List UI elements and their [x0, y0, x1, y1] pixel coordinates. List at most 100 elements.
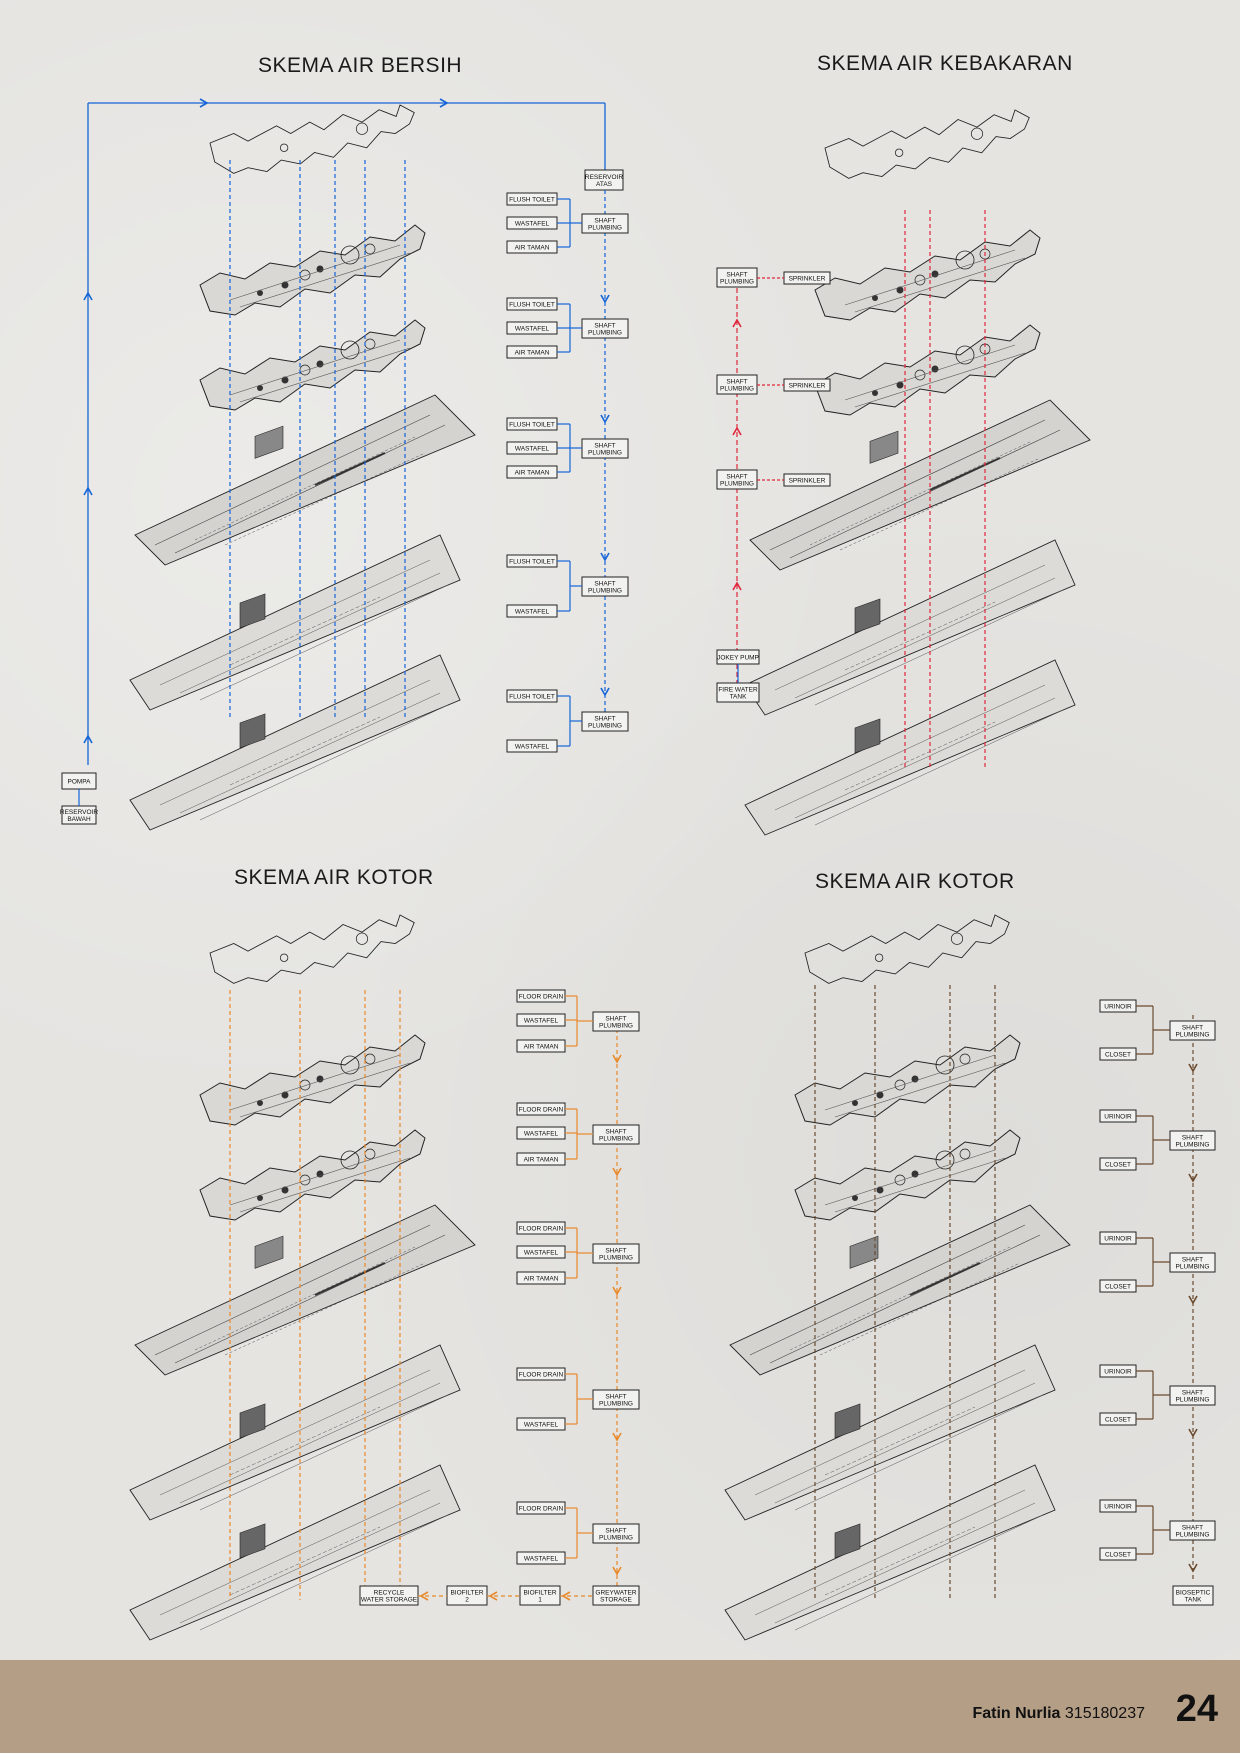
box-label: CLOSET [1105, 1051, 1131, 1058]
flow-arrow [83, 734, 93, 744]
flow-arrow [600, 687, 610, 697]
grey-plan-floor-2 [199, 1129, 426, 1221]
box-label: SPRINKLER [789, 382, 826, 389]
black-plan-roof [804, 914, 1010, 984]
flow-arrow [419, 1591, 429, 1601]
box-label: SHAFT [594, 322, 615, 329]
grey-fixture-2-0: FLOOR DRAIN [516, 1221, 566, 1235]
flow-arrow [732, 581, 742, 591]
box-label: RECYCLE [374, 1589, 405, 1596]
box-label: PLUMBING [599, 1534, 633, 1541]
box-label: PLUMBING [1176, 1141, 1210, 1148]
box-label: AIR TAMAN [515, 244, 550, 251]
box-label: 2 [465, 1596, 469, 1603]
flow-arrow [199, 98, 209, 108]
box-label: WATER STORAGE [361, 1596, 418, 1603]
box-label: SHAFT [726, 473, 747, 480]
black-fixture-2-0: URINOIR [1099, 1231, 1137, 1245]
grey-fixture-1-0: FLOOR DRAIN [516, 1102, 566, 1116]
flow-arrow [600, 414, 610, 424]
box-label: BIOFILTER [523, 1589, 556, 1596]
clean-fixture-3-0: FLUSH TOILET [506, 554, 558, 568]
clean-fixture-1-1: WASTAFEL [506, 321, 558, 335]
box-label: BIOSEPTIC [1176, 1589, 1211, 1596]
clean-plan-roof [209, 104, 415, 174]
box-label: SHAFT [1182, 1134, 1203, 1141]
box-label: SHAFT [1182, 1024, 1203, 1031]
box-label: PLUMBING [720, 385, 754, 392]
clean-fixture-2-1: WASTAFEL [506, 441, 558, 455]
clean-plan-floor-1 [134, 394, 476, 566]
box-label: SHAFT [605, 1393, 626, 1400]
box-label: CLOSET [1105, 1416, 1131, 1423]
box-label: STORAGE [600, 1596, 632, 1603]
black-fixture-0-0: URINOIR [1099, 999, 1137, 1013]
box-label: CLOSET [1105, 1283, 1131, 1290]
clean-plan-floor-3 [199, 224, 426, 316]
title-air-kebakaran: SKEMA AIR KEBAKARAN [817, 52, 1073, 75]
clean-fixture-0-0: FLUSH TOILET [506, 192, 558, 206]
black-fixture-2-1: CLOSET [1099, 1279, 1137, 1293]
footer-bar [0, 1660, 1240, 1753]
box-label: AIR TAMAN [515, 349, 550, 356]
box-label: PLUMBING [599, 1400, 633, 1407]
box-label: AIR TAMAN [524, 1156, 559, 1163]
flow-arrow [600, 294, 610, 304]
box-label: SPRINKLER [789, 275, 826, 282]
box-label: PLUMBING [720, 278, 754, 285]
box-label: ATAS [596, 181, 613, 188]
box-label: POMPA [68, 778, 92, 785]
black-fixture-0-1: CLOSET [1099, 1047, 1137, 1061]
flow-arrow [1188, 1063, 1198, 1073]
flow-arrow [612, 1054, 622, 1064]
box-label: TANK [730, 693, 748, 700]
box-label: CLOSET [1105, 1161, 1131, 1168]
page-number: 24 [1175, 1688, 1218, 1730]
black-plan-floor-1 [729, 1204, 1071, 1376]
grey-plan-floor-3 [199, 1034, 426, 1126]
box-label: AIR TAMAN [524, 1275, 559, 1282]
title-air-kotor-black: SKEMA AIR KOTOR [815, 870, 1015, 893]
box-label: FIRE WATER [718, 686, 758, 693]
flow-arrow [488, 1591, 498, 1601]
box-label: URINOIR [1104, 1368, 1132, 1375]
box-label: WASTAFEL [515, 445, 550, 452]
box-label: FLOOR DRAIN [519, 1106, 564, 1113]
clean-fixture-0-2: AIR TAMAN [506, 240, 558, 254]
flow-arrow [1188, 1295, 1198, 1305]
flow-arrow [1188, 1563, 1198, 1573]
box-label: WASTAFEL [515, 325, 550, 332]
box-label: AIR TAMAN [515, 469, 550, 476]
box-label: PLUMBING [588, 587, 622, 594]
box-label: FLOOR DRAIN [519, 1505, 564, 1512]
box-label: PLUMBING [599, 1022, 633, 1029]
fire-plan-floor-2 [814, 324, 1041, 416]
flow-arrow [612, 1167, 622, 1177]
box-label: RESERVOIR [60, 809, 98, 816]
flow-arrow [1188, 1173, 1198, 1183]
grey-fixture-2-2: AIR TAMAN [516, 1271, 566, 1285]
box-label: FLUSH TOILET [509, 693, 555, 700]
flow-arrow [561, 1591, 571, 1601]
flow-arrow [612, 1432, 622, 1442]
black-fixture-4-0: URINOIR [1099, 1499, 1137, 1513]
fire-plan-floor-3 [814, 229, 1041, 321]
box-label: WASTAFEL [515, 220, 550, 227]
flow-arrow [83, 486, 93, 496]
flow-arrow [439, 98, 449, 108]
box-label: WASTAFEL [524, 1017, 559, 1024]
box-label: JOKEY PUMP [717, 654, 759, 661]
